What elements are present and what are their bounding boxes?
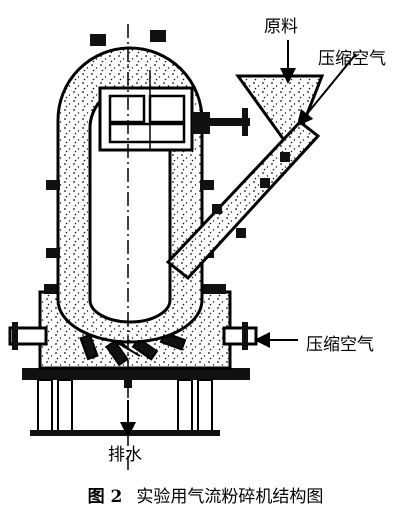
figure-caption: 图 2 实验用气流粉碎机结构图 (0, 482, 411, 507)
injector-pipe (165, 53, 357, 281)
base-stand (22, 368, 250, 436)
classifier-loop (46, 30, 214, 344)
drain-label: 排水 (108, 445, 142, 465)
classifier-wheel (98, 70, 250, 152)
nozzle-group (79, 331, 187, 367)
compressed-air-right-label: 压缩空气 (306, 335, 374, 355)
figure-number: 图 2 (87, 487, 123, 507)
center-axis (124, 24, 132, 470)
raw-material-label: 原料 (264, 17, 298, 37)
compressed-air-top-label: 压缩空气 (318, 49, 386, 69)
feed-hopper (235, 40, 325, 142)
figure-title: 实验用气流粉碎机结构图 (136, 487, 324, 507)
